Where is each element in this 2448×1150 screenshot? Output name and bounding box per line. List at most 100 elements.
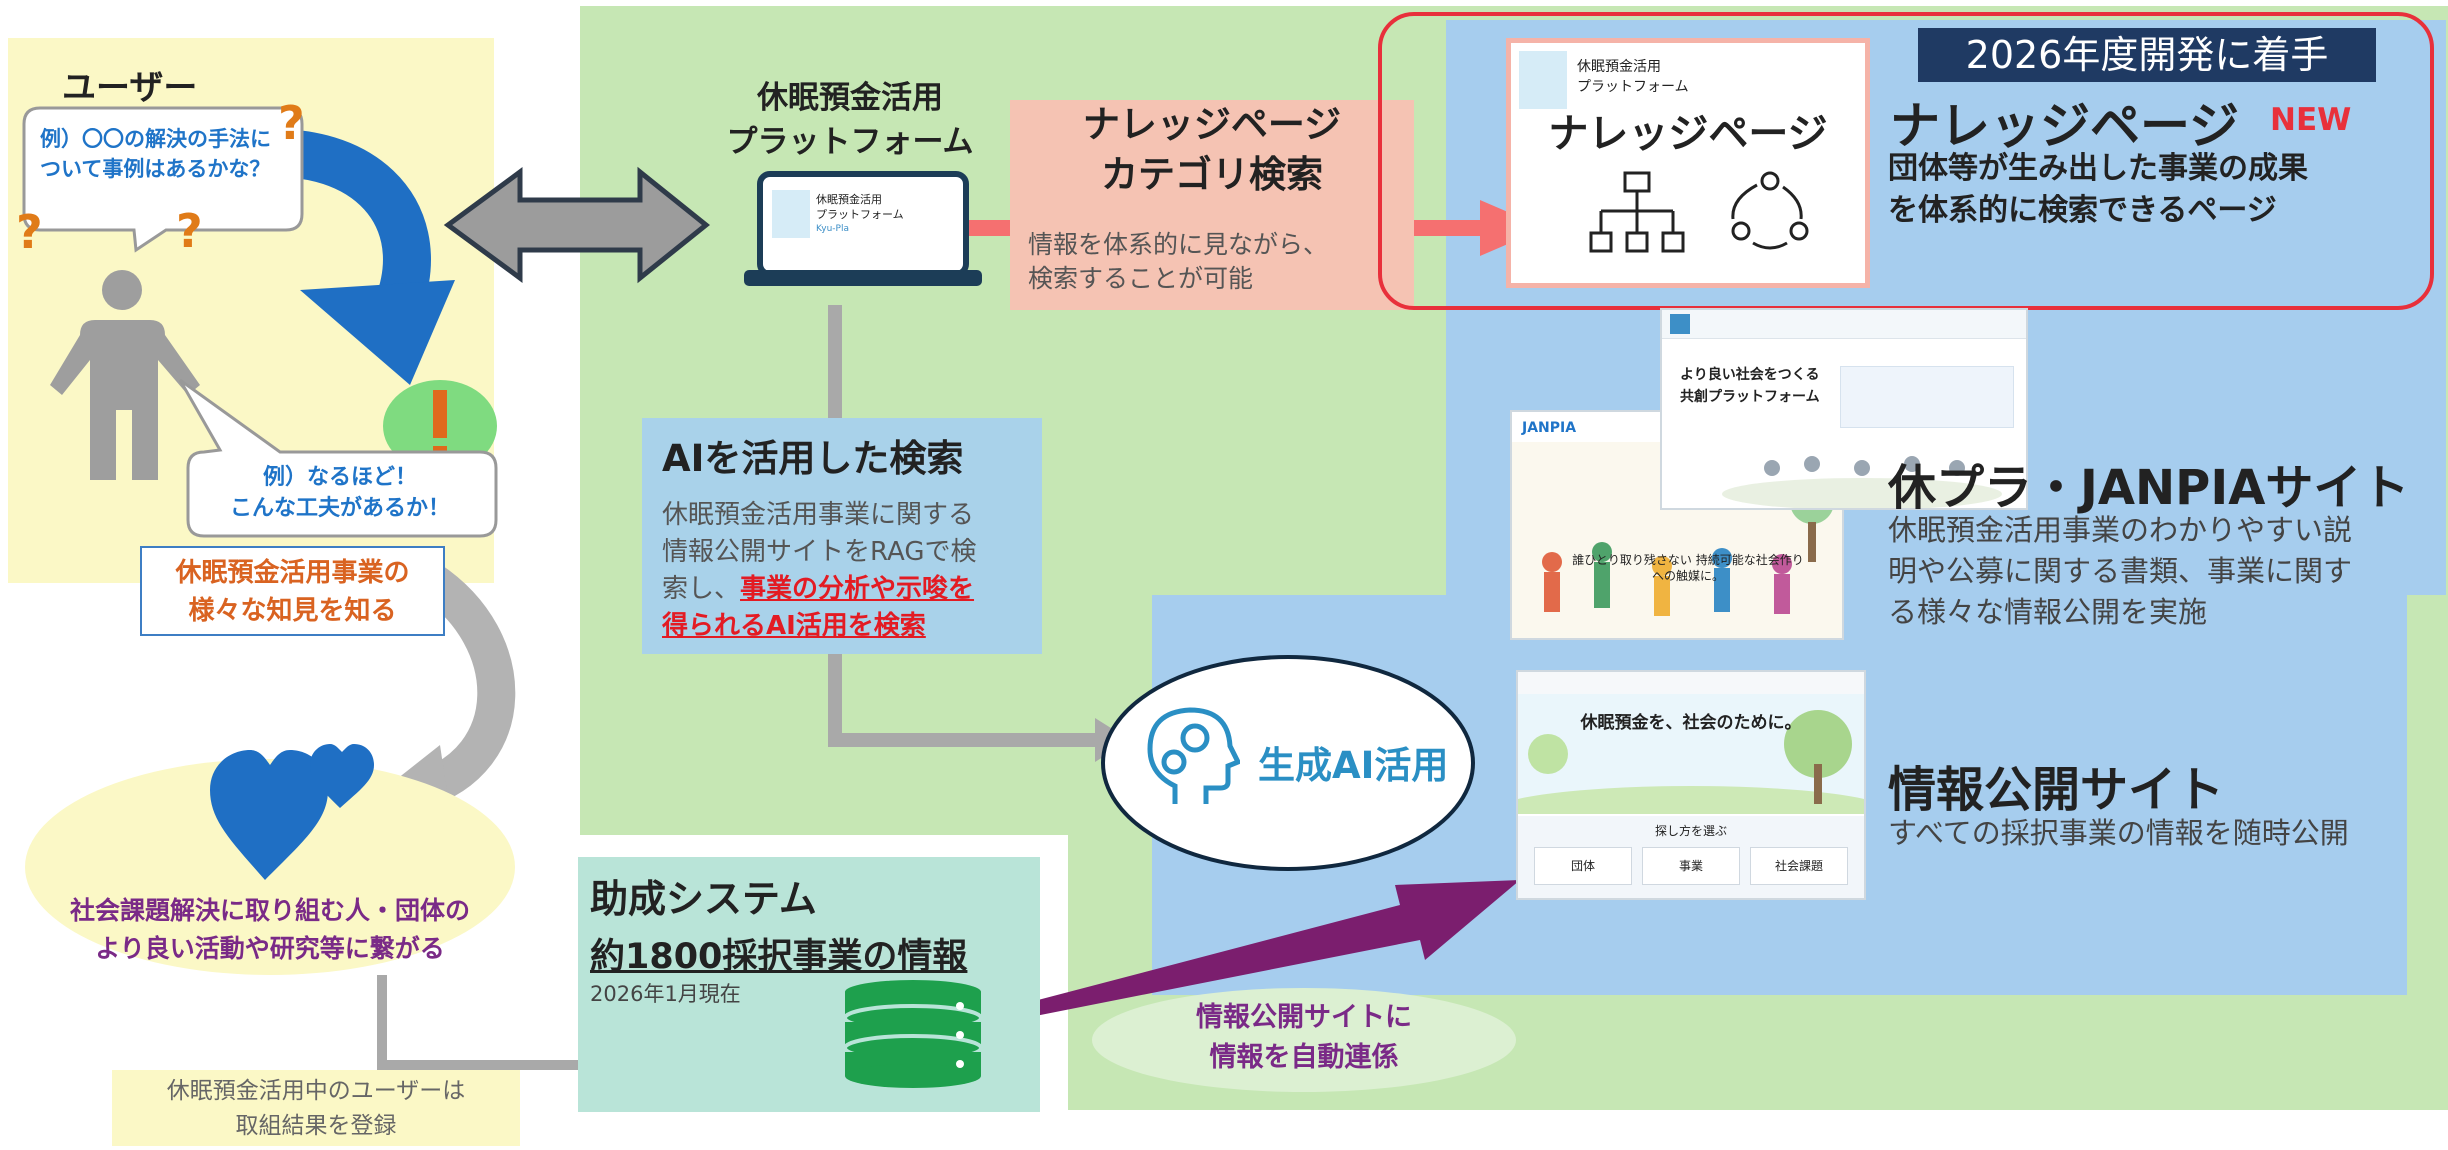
curved-blue-arrowhead [300,280,455,385]
knowledge-card-logo-line2: プラットフォーム [1577,79,1689,95]
ai-search-box [642,418,1042,654]
auto-link-line1: 情報公開サイトに [1196,1002,1412,1033]
platform-screen-logo: Kyu-Pla [816,224,849,234]
janpia-tagline: 誰ひとり取り残さない 持続可能な社会作りへの触媒に。 [1572,553,1804,583]
subsidy-count: 約1800採択事業の情報 [590,937,968,977]
disclosure-search-buttons: 団体 事業 社会課題 [1518,847,1864,885]
subsidy-title: 助成システム [590,877,817,921]
platform-title: 休眠預金活用 プラットフォーム [700,76,1000,164]
janpia-logo: JANPIA [1522,420,1577,436]
person-icon [50,270,200,480]
knowledge-page-desc-line1: 団体等が生み出した事業の成果 [1888,151,2308,186]
register-line1: 休眠預金活用中のユーザーは [166,1078,466,1104]
knowledge-page-desc: 団体等が生み出した事業の成果 を体系的に検索できるページ [1888,148,2308,232]
platform-title-line2: プラットフォーム [726,124,974,160]
ai-search-emphasis-1: 事業の分析や示唆を [740,574,975,604]
gen-ai-label: 生成AI活用 [1258,744,1449,787]
kyupla-site-desc-line2: 明や公募に関する書類、事業に関す [1888,554,2353,588]
cycle-icon [1731,171,1809,250]
large-heart-icon [210,750,328,880]
knowledge-card-title: ナレッジページ [1548,111,1828,157]
platform-screen: 休眠預金活用 プラットフォーム Kyu-Pla [768,184,918,250]
auto-link-ellipse [1092,988,1516,1092]
platform-title-line1: 休眠預金活用 [757,80,943,116]
kyupla-heading-line1: より良い社会をつくる [1680,367,1820,383]
disclosure-site-title: 情報公開サイト [1888,762,2225,818]
insight-box: 休眠預金活用事業の 様々な知見を知る [140,546,445,636]
knowledge-page-title: ナレッジページ [1890,97,2239,155]
disclosure-search-panel: 探し方を選ぶ 団体 事業 社会課題 [1518,816,1864,898]
knowledge-card-logo-text: 休眠預金活用 プラットフォーム [1577,57,1689,97]
knowledge-search-title-line2: カテゴリ検索 [1101,153,1323,196]
knowledge-card-logo-icon [1519,51,1567,109]
auto-link-text: 情報公開サイトに 情報を自動連係 [1088,998,1520,1078]
question-mark-icon: ? [278,96,305,150]
disclosure-search-org-button[interactable]: 団体 [1534,847,1632,885]
question-mark-icon: ? [176,204,203,258]
kyupla-illustration [1722,456,2002,508]
knowledge-search-desc-line1: 情報を体系的に見ながら、 [1028,230,1329,259]
kyupla-screenshot: より良い社会をつくる 共創プラットフォーム [1662,310,2026,508]
kyupla-site-title: 休プラ・JANPIAサイト [1888,460,2410,516]
kyupla-news-panel [1840,366,2014,428]
knowledge-search-desc-line2: 検索することが可能 [1028,264,1254,293]
kyupla-site-desc-line1: 休眠預金活用事業のわかりやすい説 [1888,513,2353,547]
ai-head-icon [1147,707,1240,804]
knowledge-search-box [1010,100,1414,310]
disclosure-search-project-button[interactable]: 事業 [1642,847,1740,885]
answer-line2: こんな工夫があるか！ [229,496,450,521]
kyupla-site-desc-line3: る様々な情報公開を実施 [1888,595,2208,629]
new-feature-frame [1378,12,2434,310]
disclosure-screenshot: 休眠預金を、社会のために。 探し方を選ぶ 団体 事業 社会課題 [1518,672,1864,898]
knowledge-card-logo-line1: 休眠預金活用 [1577,59,1661,75]
subsidy-as-of: 2026年1月現在 [590,982,741,1006]
knowledge-search-desc: 情報を体系的に見ながら、 検索することが可能 [1028,228,1328,296]
disclosure-search-issue-button[interactable]: 社会課題 [1750,847,1848,885]
outcome-line2: より良い活動や研究等に繋がる [95,934,445,963]
kyupla-logo-icon [1670,314,1690,334]
dev-badge: 2026年度開発に着手 [1918,28,2376,82]
platform-screen-line2: プラットフォーム [816,208,904,221]
knowledge-page-desc-line2: を体系的に検索できるページ [1888,193,2277,228]
ai-search-emphasis-2: 得られるAI活用を検索 [662,611,926,641]
platform-screen-text: 休眠預金活用 プラットフォーム Kyu-Pla [816,192,904,237]
platform-logo-icon [772,190,810,238]
register-note: 休眠預金活用中のユーザーは 取組結果を登録 [112,1070,520,1146]
knowledge-search-title: ナレッジページ カテゴリ検索 [1010,100,1414,200]
ai-search-desc-line3: 索し、事業の分析や示唆を [662,571,1042,608]
ai-search-desc-line3-prefix: 索し、 [662,574,741,604]
database-icon [843,980,983,1088]
kyupla-site-desc: 休眠預金活用事業のわかりやすい説 明や公募に関する書類、事業に関す る様々な情報… [1888,510,2352,633]
answer-text: 例）なるほど！ こんな工夫があるか！ [190,462,490,524]
question-text: 例）〇〇の解決の手法について事例はあるかな？ [40,127,271,181]
disclosure-hero [1518,694,1864,814]
insight-line2: 様々な知見を知る [188,596,397,626]
ai-search-title: AIを活用した検索 [662,437,964,480]
disclosure-hero-heading: 休眠預金を、社会のために。 [1580,713,1802,733]
question-bubble [22,106,304,253]
question-mark-icon: ? [16,205,43,259]
outcome-line1: 社会課題解決に取り組む人・団体の [69,896,470,925]
disclosure-header [1518,672,1864,695]
small-heart-icon [310,744,374,808]
register-line2: 取組結果を登録 [235,1113,397,1139]
answer-bubble [178,378,498,538]
purple-arrow [1000,880,1520,1022]
knowledge-page-card: 休眠預金活用 プラットフォーム ナレッジページ [1506,38,1870,288]
hierarchy-icon [1589,171,1685,253]
kyupla-header [1662,310,2026,339]
outcome-text: 社会課題解決に取り組む人・団体の より良い活動や研究等に繋がる [30,892,510,968]
user-title: ユーザー [62,68,198,108]
ai-search-desc: 休眠預金活用事業に関する 情報公開サイトをRAGで検 索し、事業の分析や示唆を … [662,497,1042,645]
heart-icons [210,744,374,880]
disclosure-search-label: 探し方を選ぶ [1654,824,1727,838]
answer-line1: 例）なるほど！ [262,465,417,490]
knowledge-search-title-line1: ナレッジページ [1082,103,1342,146]
ai-search-desc-line2: 情報公開サイトをRAGで検 [662,537,977,567]
curved-grey-arrow [413,564,516,809]
double-arrow [443,166,710,284]
kyupla-heading-line2: 共創プラットフォーム [1680,389,1820,405]
platform-screen-line1: 休眠預金活用 [816,193,882,206]
insight-line1: 休眠預金活用事業の [175,558,410,588]
auto-link-line2: 情報を自動連係 [1209,1042,1399,1073]
